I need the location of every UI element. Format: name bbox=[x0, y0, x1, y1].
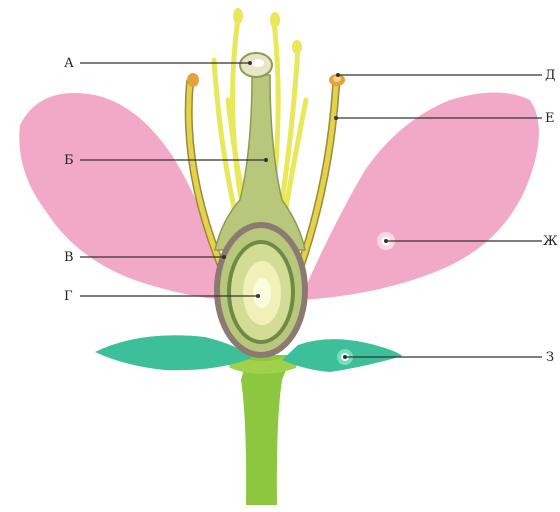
label-v: В bbox=[64, 250, 74, 265]
stamen-right-anther-highlight bbox=[333, 76, 341, 82]
stamen-left-anther bbox=[187, 73, 199, 87]
label-zh: Ж bbox=[543, 234, 558, 249]
label-d: Д bbox=[545, 68, 556, 83]
inner-stamen-tips bbox=[233, 8, 302, 54]
stem bbox=[241, 355, 292, 505]
sepal-left bbox=[95, 335, 252, 370]
label-a: А bbox=[64, 56, 74, 71]
label-b: Б bbox=[64, 153, 74, 168]
stigma-highlight bbox=[252, 59, 264, 67]
label-e: Е bbox=[545, 111, 555, 126]
label-z: З bbox=[546, 350, 554, 365]
ovule-center bbox=[253, 278, 271, 308]
label-g: Г bbox=[64, 289, 73, 304]
